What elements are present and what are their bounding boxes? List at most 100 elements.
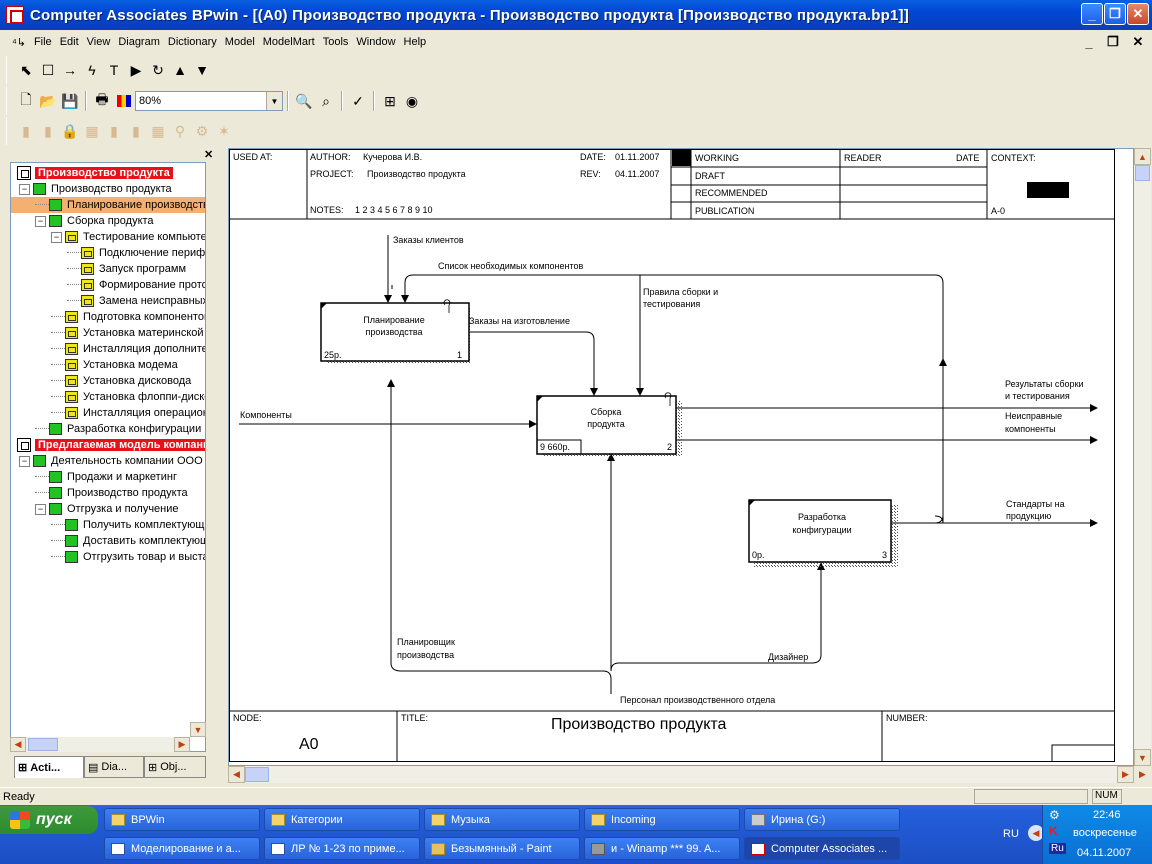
tree-item[interactable]: −Тестирование компьютера [11,229,205,245]
diagram-hscroll[interactable]: ◀ ▶ [228,766,1134,783]
tree-item[interactable]: Предлагаемая модель компании [11,437,205,453]
scroll-down-button[interactable]: ▼ [1134,749,1151,766]
pointer-tool-icon[interactable]: ⬉ [20,61,32,78]
clock-time[interactable]: 22:46 [1093,809,1121,821]
task-incoming-folder[interactable]: Incoming [584,808,740,831]
tree-item[interactable]: Инсталляция операционной [11,405,205,421]
menu-edit[interactable]: Edit [59,36,79,48]
tree-item[interactable]: Установка флоппи-дисковода [11,389,205,405]
tree-item[interactable]: Инсталляция дополнительных [11,341,205,357]
menu-help[interactable]: Help [403,36,427,48]
go-up-icon[interactable]: ▲ [173,62,187,78]
tree-item[interactable]: Производство продукта [11,165,205,181]
tab-objects[interactable]: ⊞Obj... [144,756,206,778]
squiggle-tool-icon[interactable]: ϟ [88,62,96,78]
scroll-right-button[interactable]: ▶ [174,737,190,752]
task-bpwin[interactable]: Computer Associates ... [744,837,900,860]
scroll-right-button[interactable]: ▶ [1117,766,1134,783]
merge-icon[interactable]: ⚙ [195,122,209,139]
box-configuration[interactable] [748,499,892,563]
go-down-icon[interactable]: ▼ [195,62,209,78]
language-indicator[interactable]: RU [1003,828,1019,840]
tree-hscroll-thumb[interactable] [28,738,58,751]
open-folder-icon[interactable]: 📂 [39,92,57,109]
diagram-vscroll[interactable]: ▲ ▼ [1134,148,1151,766]
chevron-down-icon[interactable]: ▼ [266,92,282,110]
arrow-tool-icon[interactable]: → [63,62,77,78]
new-file-icon[interactable]: 🗋 [20,91,32,107]
tree-item[interactable]: Получить комплектующие [11,517,205,533]
tree-item[interactable]: Производство продукта [11,485,205,501]
tree-item[interactable]: Запуск программ [11,261,205,277]
minimize-button[interactable]: _ [1081,3,1103,25]
task-categories-folder[interactable]: Категории [264,808,420,831]
menu-diagram[interactable]: Diagram [118,36,160,48]
tree-item[interactable]: Продажи и маркетинг [11,469,205,485]
task-paint[interactable]: Безымянный - Paint [424,837,580,860]
tree-item[interactable]: −Сборка продукта [11,213,205,229]
collapse-toggle-icon[interactable]: − [51,231,62,243]
tree-item[interactable]: Установка модема [11,357,205,373]
collapse-toggle-icon[interactable]: − [19,455,30,467]
scroll-left-button[interactable]: ◀ [10,737,26,752]
tree-hscroll-track[interactable] [26,737,188,752]
tree-item[interactable]: Подготовка компонентов [11,309,205,325]
scroll-left-button[interactable]: ◀ [228,766,245,783]
task-winamp[interactable]: и - Winamp *** 99. A... [584,837,740,860]
tree-item[interactable]: Установка материнской [11,325,205,341]
tree-item[interactable]: −Деятельность компании ООО [11,453,205,469]
mdi-close-button[interactable]: ✕ [1132,34,1144,49]
arrow-config-feedback[interactable] [892,358,947,524]
task-word-doc[interactable]: Моделирование и а... [104,837,260,860]
arrow-components-list[interactable] [401,274,944,523]
task-word-lab[interactable]: ЛР № 1-23 по приме... [264,837,420,860]
connect-icon[interactable]: ▮ [22,122,30,139]
arrow-designer[interactable] [610,562,825,672]
hscroll-thumb[interactable] [245,767,269,782]
modelmart-icon[interactable]: ◉ [405,92,419,109]
box-planning[interactable] [320,302,470,362]
open-model-icon[interactable]: ▮ [110,122,118,139]
zoom-in-icon[interactable]: 🔍 [295,92,313,109]
tab-activities[interactable]: ⊞Acti... [14,756,84,778]
collapse-toggle-icon[interactable]: − [19,183,30,195]
diagram-canvas[interactable]: USED AT: AUTHOR: Кучерова И.В. PROJECT: … [228,148,1134,766]
menu-file[interactable]: File [33,36,52,48]
tree-item[interactable]: −Производство продукта [11,181,205,197]
tree-item[interactable]: Замена неисправных [11,293,205,309]
rotate-icon[interactable]: ↻ [152,61,164,78]
panel-close-icon[interactable]: ✕ [204,149,214,161]
start-button[interactable]: пуск [0,806,98,834]
color-icon[interactable] [113,90,135,112]
menu-dictionary[interactable]: Dictionary [167,36,217,48]
scroll-corner-up-icon[interactable]: ▶ [1134,766,1151,783]
tree-item[interactable]: Подключение периферии [11,245,205,261]
arrow-manufacture-orders[interactable] [470,331,598,396]
menu-model[interactable]: Model [224,36,255,48]
save-model-icon[interactable]: ▮ [132,122,140,139]
disconnect-icon[interactable]: ▮ [44,122,52,139]
menu-tools[interactable]: Tools [322,36,349,48]
box-assembly[interactable] [536,395,677,455]
maximize-button[interactable]: ❐ [1104,3,1126,25]
zoom-fit-icon[interactable]: ⌕ [322,92,330,109]
close-button[interactable]: ✕ [1127,3,1149,25]
tree-item[interactable]: −Отгрузка и получение [11,501,205,517]
menu-window[interactable]: Window [356,36,396,48]
tab-diagrams[interactable]: ▤Dia... [84,756,144,778]
vscroll-thumb[interactable] [1135,165,1150,181]
tree-item[interactable]: Установка дисковода [11,373,205,389]
ru-badge[interactable]: Ru [1049,843,1066,854]
spellcheck-icon[interactable]: ✓ [352,92,364,109]
security-icon[interactable]: ✶ [218,122,230,139]
play-icon[interactable]: ▶ [130,61,142,78]
menu-modelmart[interactable]: ModelMart [262,36,315,48]
save-icon[interactable]: 💾 [61,92,79,109]
library-icon[interactable]: ▦ [85,122,99,139]
scroll-up-button[interactable]: ▲ [1134,148,1151,165]
mdi-minimize-button[interactable]: _ [1085,34,1093,50]
zoom-select[interactable]: 80% ▼ [135,91,283,111]
collapse-toggle-icon[interactable]: − [35,215,46,227]
lock-icon[interactable]: 🔒 [61,122,79,139]
app-icon[interactable] [6,6,24,24]
